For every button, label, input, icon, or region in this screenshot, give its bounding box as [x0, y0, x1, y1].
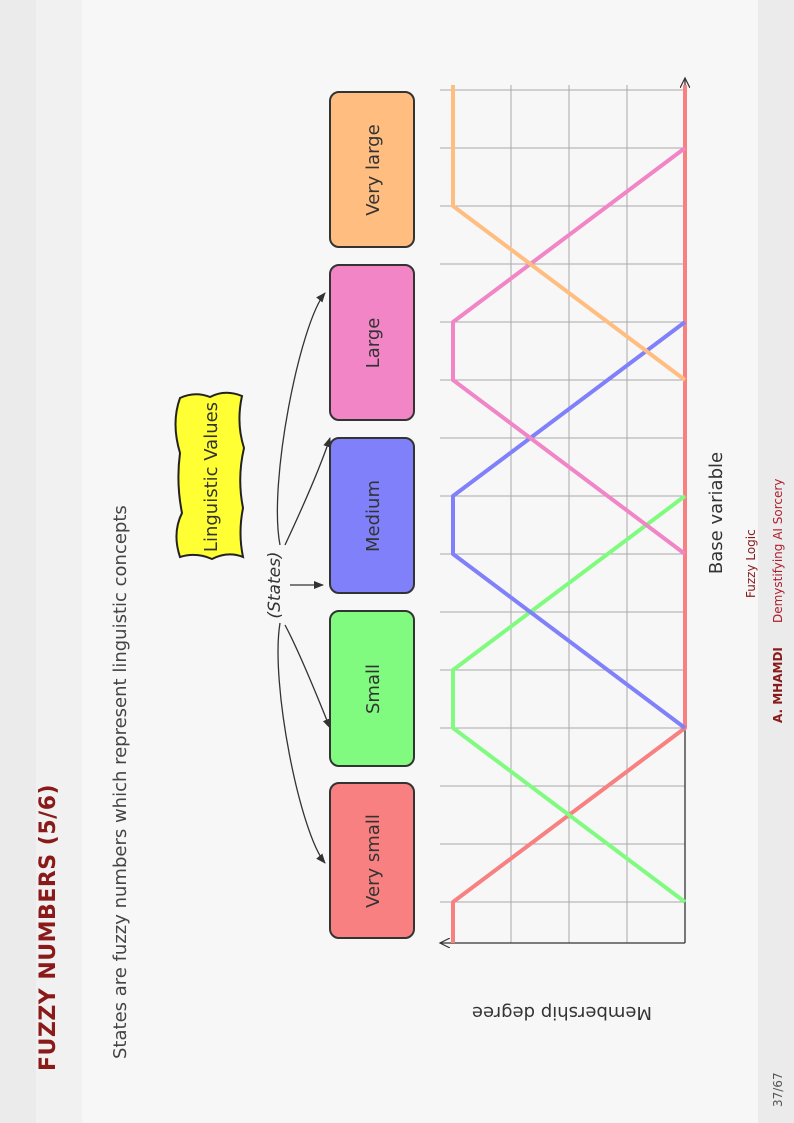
- x-axis-label: Base variable: [706, 452, 727, 574]
- arrow-very-small: [277, 622, 326, 864]
- state-label-small: Small: [363, 664, 384, 714]
- y-axis-label: Membership degree: [472, 1002, 652, 1023]
- linguistic-values-label: Linguistic Values: [201, 402, 222, 552]
- arrow-large: [284, 437, 331, 546]
- state-label-very-small: Very small: [363, 814, 384, 908]
- state-label-medium: Medium: [363, 480, 384, 552]
- linguistic-values-box: [174, 391, 246, 561]
- membership-large: [451, 146, 687, 556]
- state-label-large: Large: [363, 318, 384, 369]
- state-box-large: [329, 264, 415, 421]
- states-label: (States): [265, 551, 285, 618]
- arrow-small: [284, 624, 331, 729]
- state-box-medium: [329, 437, 415, 594]
- chart-grid: [440, 85, 686, 943]
- arrow-very-large: [276, 292, 326, 546]
- membership-very-large: [451, 85, 687, 382]
- state-arrows: [276, 292, 331, 864]
- state-box-very-large: [329, 91, 415, 248]
- membership-small: [451, 494, 687, 904]
- page-number: 37/67: [771, 1072, 785, 1107]
- state-box-small: [329, 610, 415, 767]
- course-title: Demystifying AI Sorcery: [771, 478, 785, 623]
- author-name: A. MHAMDI: [771, 647, 785, 723]
- membership-medium: [451, 320, 687, 730]
- section-label: Fuzzy Logic: [744, 529, 758, 598]
- state-box-very-small: [329, 782, 415, 939]
- membership-functions: [451, 85, 687, 943]
- state-label-very-large: Very large: [363, 124, 384, 215]
- state-boxes: Very small Small Medium Large Very large: [329, 91, 415, 939]
